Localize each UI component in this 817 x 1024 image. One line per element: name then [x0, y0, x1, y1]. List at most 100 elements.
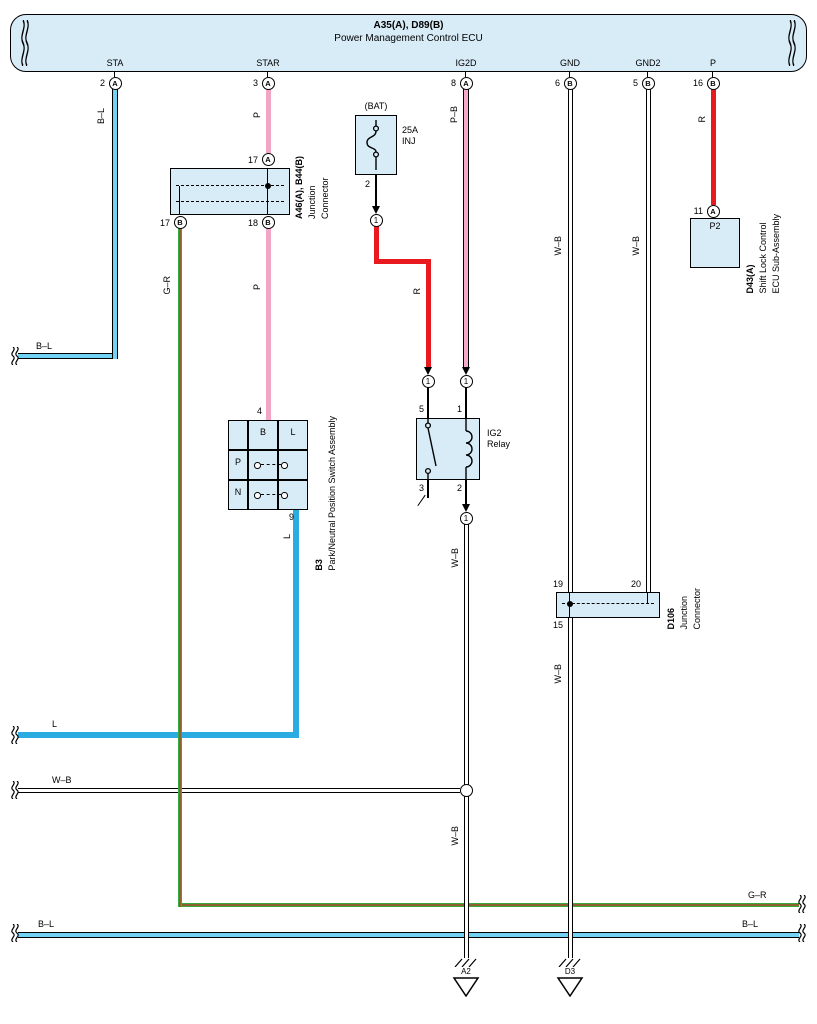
relay-pin1-stub	[465, 387, 467, 418]
relay-pin-num-2: 2	[456, 483, 462, 493]
relay-pin2-stub	[465, 480, 467, 504]
wire-label-p: P	[252, 284, 262, 291]
pin-stub	[569, 72, 571, 77]
relay-pin-num-3: 3	[418, 483, 424, 493]
wire-label-wb: W–B	[553, 236, 563, 256]
d106-pin-num-15: 15	[552, 620, 563, 630]
ecu-pin-name-gnd: GND	[560, 58, 580, 68]
d106-internal-wire	[646, 592, 648, 604]
wire-label-bl: B–L	[742, 919, 759, 929]
junction-connector-a46-box	[170, 168, 290, 215]
banner-break-icon	[20, 18, 30, 71]
wire-label-wb: W–B	[450, 548, 460, 568]
break-icon	[10, 725, 20, 749]
wire-label-gr: G–R	[748, 890, 767, 900]
b3-pin-num-out: 9	[288, 512, 294, 522]
b3-contact-link	[261, 494, 281, 495]
shiftlock-id: D43(A)	[745, 264, 755, 294]
d106-name1: Junction	[679, 596, 689, 630]
relay-pin-num-1: 1	[456, 404, 462, 414]
fuse-name: INJ	[402, 136, 416, 146]
pin-stub	[465, 72, 467, 77]
junction-a46-id: A46(A), B44(B)	[294, 156, 304, 220]
b3-row-p: P	[234, 457, 241, 467]
ground-hatch-icon	[454, 958, 477, 967]
ecu-pin-connector-p: B	[706, 76, 720, 90]
ecu-pin-connector-sta: A	[108, 76, 122, 90]
ecu-pin-connector-gnd: B	[563, 76, 577, 90]
b3-contact-icon	[281, 492, 288, 499]
d106-pin-num-20: 20	[630, 579, 641, 589]
shiftlock-pin-connector: A	[706, 204, 720, 218]
wire-bl-horizontal	[18, 353, 118, 359]
ground-a2: A2	[452, 958, 480, 997]
wire-l-horizontal	[18, 732, 299, 738]
wire-label-wb: W–B	[631, 236, 641, 256]
wire-label-gr: G–R	[162, 276, 172, 295]
b3-name: Park/Neutral Position Switch Assembly	[327, 416, 337, 571]
wire-label-r: R	[697, 116, 707, 123]
ecu-pin-name-star: STAR	[256, 58, 280, 68]
ecu-pin-name-sta: STA	[106, 58, 124, 68]
arrow-down-icon	[461, 504, 470, 512]
b3-grid-line	[247, 420, 249, 510]
relay-pin-num-5: 5	[418, 404, 424, 414]
relay-pin5-stub	[427, 387, 429, 418]
d106-pin-num-19: 19	[552, 579, 563, 589]
wire-wb-gnd2	[645, 89, 651, 592]
wire-label-l: L	[282, 534, 292, 540]
ground-d3: D3	[556, 958, 584, 997]
d106-node-dot	[567, 601, 573, 607]
wire-r-shiftlock	[710, 89, 716, 205]
break-icon	[10, 346, 20, 370]
shiftlock-name2: ECU Sub-Assembly	[771, 214, 781, 294]
relay-contact-coil-icon	[416, 418, 480, 485]
shiftlock-p2-label: P2	[709, 221, 721, 231]
wire-wb-gnd-upper	[567, 89, 573, 592]
junction-pin-num-bl: 17	[159, 218, 170, 228]
shiftlock-pin-num: 11	[693, 206, 703, 216]
junction-node-dot	[265, 183, 271, 189]
arrow-down-icon	[461, 367, 470, 375]
d106-box	[556, 592, 660, 618]
fuse-pin-num: 2	[364, 179, 370, 189]
relay-pin3-tail	[427, 480, 429, 498]
wire-wb-horizontal	[18, 788, 460, 793]
wire-label-wb: W–B	[52, 775, 72, 785]
b3-id: B3	[314, 559, 324, 571]
junction-a46-name1: Junction	[307, 185, 317, 220]
fuse-bat-label: (BAT)	[364, 101, 388, 111]
fuse-icon	[355, 115, 397, 180]
shiftlock-label: D43(A) Shift Lock Control ECU Sub-Assemb…	[745, 214, 782, 294]
ecu-title: A35(A), D89(B)	[373, 20, 444, 31]
wire-gr-horizontal	[178, 903, 799, 907]
wire-wb-gnd-lower	[567, 618, 573, 958]
splice-number: 1	[459, 511, 473, 525]
b3-contact-link	[261, 464, 281, 465]
ground-triangle-icon	[556, 977, 584, 997]
b3-col-l: L	[290, 427, 296, 437]
ecu-pin-connector-ig2d: A	[459, 76, 473, 90]
ecu-subtitle: Power Management Control ECU	[334, 33, 483, 44]
b3-label: B3 Park/Neutral Position Switch Assembly	[314, 416, 338, 571]
ecu-pin-name-ig2d: IG2D	[455, 58, 477, 68]
wire-label-r: R	[412, 288, 422, 295]
wire-label-pb: P–B	[449, 106, 459, 124]
wire-label-wb: W–B	[450, 826, 460, 846]
ecu-banner	[10, 14, 807, 72]
b3-col-b: B	[259, 427, 266, 437]
pin-stub	[267, 72, 269, 77]
ecu-pin-num-gnd2: 5	[632, 78, 638, 88]
b3-pin-num-in: 4	[256, 406, 262, 416]
ecu-pin-connector-star: A	[261, 76, 275, 90]
wire-label-bl: B–L	[38, 919, 55, 929]
ecu-pin-num-gnd: 6	[554, 78, 560, 88]
junction-internal-wire	[179, 186, 181, 215]
ecu-pin-num-ig2d: 8	[450, 78, 456, 88]
splice-circle	[459, 784, 473, 797]
b3-grid-line	[277, 420, 279, 510]
b3-contact-icon	[254, 492, 261, 499]
ground-hatch-icon	[558, 958, 581, 967]
fuse-rating: 25A	[402, 125, 419, 135]
